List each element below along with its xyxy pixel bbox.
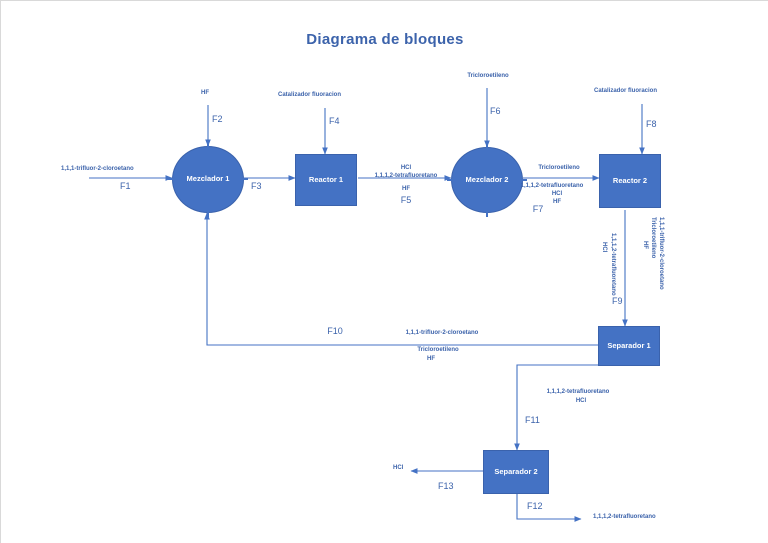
node-reactor-1[interactable]: Reactor 1 xyxy=(295,154,357,206)
stream-f6-id: F6 xyxy=(490,106,501,116)
handle-mezclador-1-bottom xyxy=(207,212,209,217)
handle-mezclador-2-left xyxy=(447,179,452,181)
stream-f7-component-hcl: HCl xyxy=(551,191,563,197)
stream-f12-components: 1,1,1,2-tetrafluoretano xyxy=(593,514,656,520)
stream-f5-component-hcl: HCl xyxy=(400,165,412,171)
node-separador-1-label: Separador 1 xyxy=(607,340,651,350)
stream-f5-id: F5 xyxy=(400,195,412,205)
stream-f4-id: F4 xyxy=(329,116,340,126)
stream-f9-id: F9 xyxy=(612,296,623,306)
stream-f7-component-tricloroetileno: Tricloroetileno xyxy=(538,165,580,171)
stream-f13-id: F13 xyxy=(438,481,454,491)
node-mezclador-2-label: Mezclador 2 xyxy=(465,174,509,184)
node-mezclador-1-label: Mezclador 1 xyxy=(186,174,230,184)
node-reactor-2[interactable]: Reactor 2 xyxy=(599,154,661,208)
node-mezclador-2[interactable]: Mezclador 2 xyxy=(451,147,523,213)
page-title: Diagrama de bloques xyxy=(306,31,464,48)
node-mezclador-1[interactable]: Mezclador 1 xyxy=(172,146,244,213)
stream-f9-component-tricloroetileno: Tricloroetileno xyxy=(650,217,656,259)
stream-f4-components: Catalizador fluoracion xyxy=(278,92,342,98)
handle-mezclador-2-bottom xyxy=(486,212,488,217)
node-reactor-2-label: Reactor 2 xyxy=(612,175,648,185)
stream-f8-id: F8 xyxy=(646,119,657,129)
stream-f2-components: HF xyxy=(201,90,209,96)
stream-f7-component-hf: HF xyxy=(553,199,561,205)
handle-mezclador-2-top xyxy=(486,143,488,148)
handle-mezclador-2-right xyxy=(522,179,527,181)
stream-f10-component-hf: HF xyxy=(427,356,435,362)
node-reactor-1-label: Reactor 1 xyxy=(308,174,344,184)
stream-f1-id: F1 xyxy=(120,181,131,191)
connector-f11 xyxy=(514,364,625,451)
stream-f10-component-trifluor-cloroetano: 1,1,1-trifluor-2-cloroetano xyxy=(405,330,479,336)
stream-f13-components: HCl xyxy=(393,465,404,471)
handle-mezclador-1-top xyxy=(207,142,209,147)
connector-f12 xyxy=(516,493,582,522)
stream-f7-component-tetrafluoretano: 1,1,1,2-tetrafluoretano xyxy=(520,183,584,189)
stream-f9-component-hf: HF xyxy=(642,241,648,249)
stream-f11-component-tetrafluoretano: 1,1,1,2-tetrafluoretano xyxy=(546,389,610,395)
handle-mezclador-1-left xyxy=(168,178,173,180)
node-separador-2-label: Separador 2 xyxy=(494,466,538,476)
connector-f10 xyxy=(204,212,598,346)
stream-f6-components: Tricloroetileno xyxy=(467,73,509,79)
stream-f8-components: Catalizador fluoracion xyxy=(594,88,658,94)
stream-f2-id: F2 xyxy=(212,114,223,124)
node-separador-1[interactable]: Separador 1 xyxy=(598,326,660,366)
stream-f9-component-tetrafluoretano: 1,1,1,2-tetrafluoretano xyxy=(610,233,616,296)
stream-f5-component-tetrafluoretano: 1,1,1,2-tetrafluoretano xyxy=(374,173,438,179)
stream-f10-id: F10 xyxy=(327,326,343,336)
stream-f1-components: 1,1,1-trifluor-2-cloroetano xyxy=(61,166,134,172)
stream-f12-id: F12 xyxy=(527,501,543,511)
stream-f9-component-hcl: HCl xyxy=(601,242,607,253)
stream-f11-id: F11 xyxy=(525,415,540,425)
handle-mezclador-1-right xyxy=(243,178,248,180)
stream-f5-component-hf: HF xyxy=(402,186,410,192)
node-separador-2[interactable]: Separador 2 xyxy=(483,450,549,494)
stream-f3-id: F3 xyxy=(251,181,262,191)
stream-f9-component-trifluor-cloroetano: 1,1,1-trifluor-2-cloroetano xyxy=(658,217,664,290)
stream-f11-component-hcl: HCl xyxy=(575,398,587,404)
stream-f10-component-tricloroetileno: Tricloroetileno xyxy=(417,347,459,353)
stream-f7-id: F7 xyxy=(532,204,544,214)
